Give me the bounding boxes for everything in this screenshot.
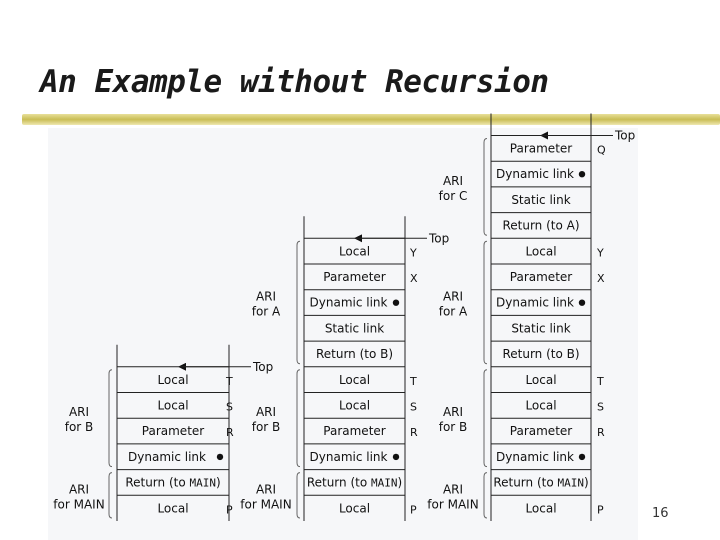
ari-owner-label: for MAIN [427, 497, 478, 511]
ari-owner-label: for A [439, 305, 468, 319]
stack-cell-label: Parameter [323, 424, 385, 438]
stack-cell-label: Dynamic link [496, 167, 574, 181]
stack-cell-label: Dynamic link [310, 296, 388, 310]
main-keyword: MAIN [558, 477, 585, 490]
ari-label: ARI [443, 290, 463, 304]
ari-owner-label: for B [439, 420, 468, 434]
ari-brace [483, 240, 488, 365]
ari-label: ARI [443, 405, 463, 419]
dynamic-link-dot [578, 171, 586, 178]
variable-name: S [410, 401, 417, 414]
variable-name: P [410, 503, 417, 516]
dynamic-link-dot [392, 453, 400, 461]
ari-brace [296, 240, 301, 365]
ari-brace [108, 472, 113, 519]
ari-label: ARI [256, 482, 276, 496]
top-pointer-label: Top [428, 231, 449, 245]
ari-brace [483, 369, 488, 468]
stack-cell-label: Parameter [323, 270, 385, 284]
ari-label: ARI [443, 482, 463, 496]
ari-owner-label: for B [65, 420, 94, 434]
variable-name: R [597, 426, 605, 439]
dynamic-link-dot [392, 299, 400, 306]
stack-cell-label: Parameter [510, 142, 572, 156]
ari-owner-label: for MAIN [53, 497, 104, 511]
top-pointer-label: Top [252, 360, 273, 374]
stack-cell-label: Return (to B) [316, 347, 393, 361]
stack-cell-label: Local [157, 399, 188, 413]
variable-name: T [409, 375, 417, 388]
stack-cell-label: Local [525, 373, 556, 387]
cell-suffix: ) [398, 476, 403, 490]
variable-name: S [226, 401, 233, 414]
dynamic-link-dot [578, 453, 586, 461]
stack-cell-label: Static link [511, 193, 570, 207]
ari-brace [483, 138, 488, 236]
stack-cell-label: Local [339, 244, 370, 258]
ari-label: ARI [256, 290, 276, 304]
ari-owner-label: for B [252, 420, 281, 434]
stack-cell-label: Return (to MAIN) [307, 476, 402, 490]
ari-label: ARI [256, 405, 276, 419]
stack-cell-label: Local [525, 399, 556, 413]
main-keyword: MAIN [371, 477, 398, 490]
stack-cell-label: Local [339, 399, 370, 413]
variable-name: R [226, 426, 234, 439]
stack-cell-label: Dynamic link [128, 450, 206, 464]
stack-cell-label: Static link [325, 321, 384, 335]
top-pointer-label: Top [614, 129, 635, 143]
variable-name: T [596, 375, 604, 388]
cell-suffix: ) [584, 476, 589, 490]
dynamic-link-dot [216, 453, 224, 461]
ari-brace [483, 472, 488, 519]
page-number: 16 [652, 506, 669, 521]
ari-brace [296, 369, 301, 468]
stack-cell-label: Return (to B) [502, 347, 579, 361]
stack-cell-label: Return (to MAIN) [125, 476, 220, 490]
variable-name: Y [409, 246, 417, 259]
dynamic-link-dot [578, 299, 586, 306]
stack-cell-label: Local [525, 501, 556, 515]
variable-name: S [597, 401, 604, 414]
stack-cell-label: Local [339, 501, 370, 515]
variable-name: R [410, 426, 418, 439]
variable-name: X [410, 272, 418, 285]
stack-cell-label: Local [157, 373, 188, 387]
title-underline [22, 114, 720, 125]
stack-cell-label: Parameter [142, 424, 204, 438]
ari-label: ARI [69, 482, 89, 496]
stack-cell-label: Local [157, 501, 188, 515]
variable-name: Q [597, 144, 606, 157]
diagram-background [48, 128, 638, 540]
stack-cell-label: Return (to MAIN) [493, 476, 588, 490]
stack-cell-label: Parameter [510, 424, 572, 438]
variable-name: P [597, 503, 604, 516]
stack-cell-label: Parameter [510, 270, 572, 284]
cell-suffix: ) [216, 476, 221, 490]
ari-brace [296, 472, 301, 519]
ari-owner-label: for C [439, 189, 468, 203]
stack-cell-label: Local [525, 244, 556, 258]
ari-label: ARI [69, 405, 89, 419]
main-keyword: MAIN [190, 477, 217, 490]
variable-name: X [597, 272, 605, 285]
slide-title: An Example without Recursion [40, 64, 549, 100]
stack-cell-label: Dynamic link [496, 450, 574, 464]
ari-owner-label: for A [252, 305, 281, 319]
variable-name: Y [596, 246, 604, 259]
stack-cell-label: Static link [511, 321, 570, 335]
ari-label: ARI [443, 174, 463, 188]
stack-cell-label: Return (to A) [502, 219, 579, 233]
variable-name: P [226, 503, 233, 516]
stack-cell-label: Local [339, 373, 370, 387]
stack-cell-label: Dynamic link [496, 296, 574, 310]
ari-brace [108, 369, 113, 468]
variable-name: T [225, 375, 233, 388]
ari-owner-label: for MAIN [240, 497, 291, 511]
stack-cell-label: Dynamic link [310, 450, 388, 464]
